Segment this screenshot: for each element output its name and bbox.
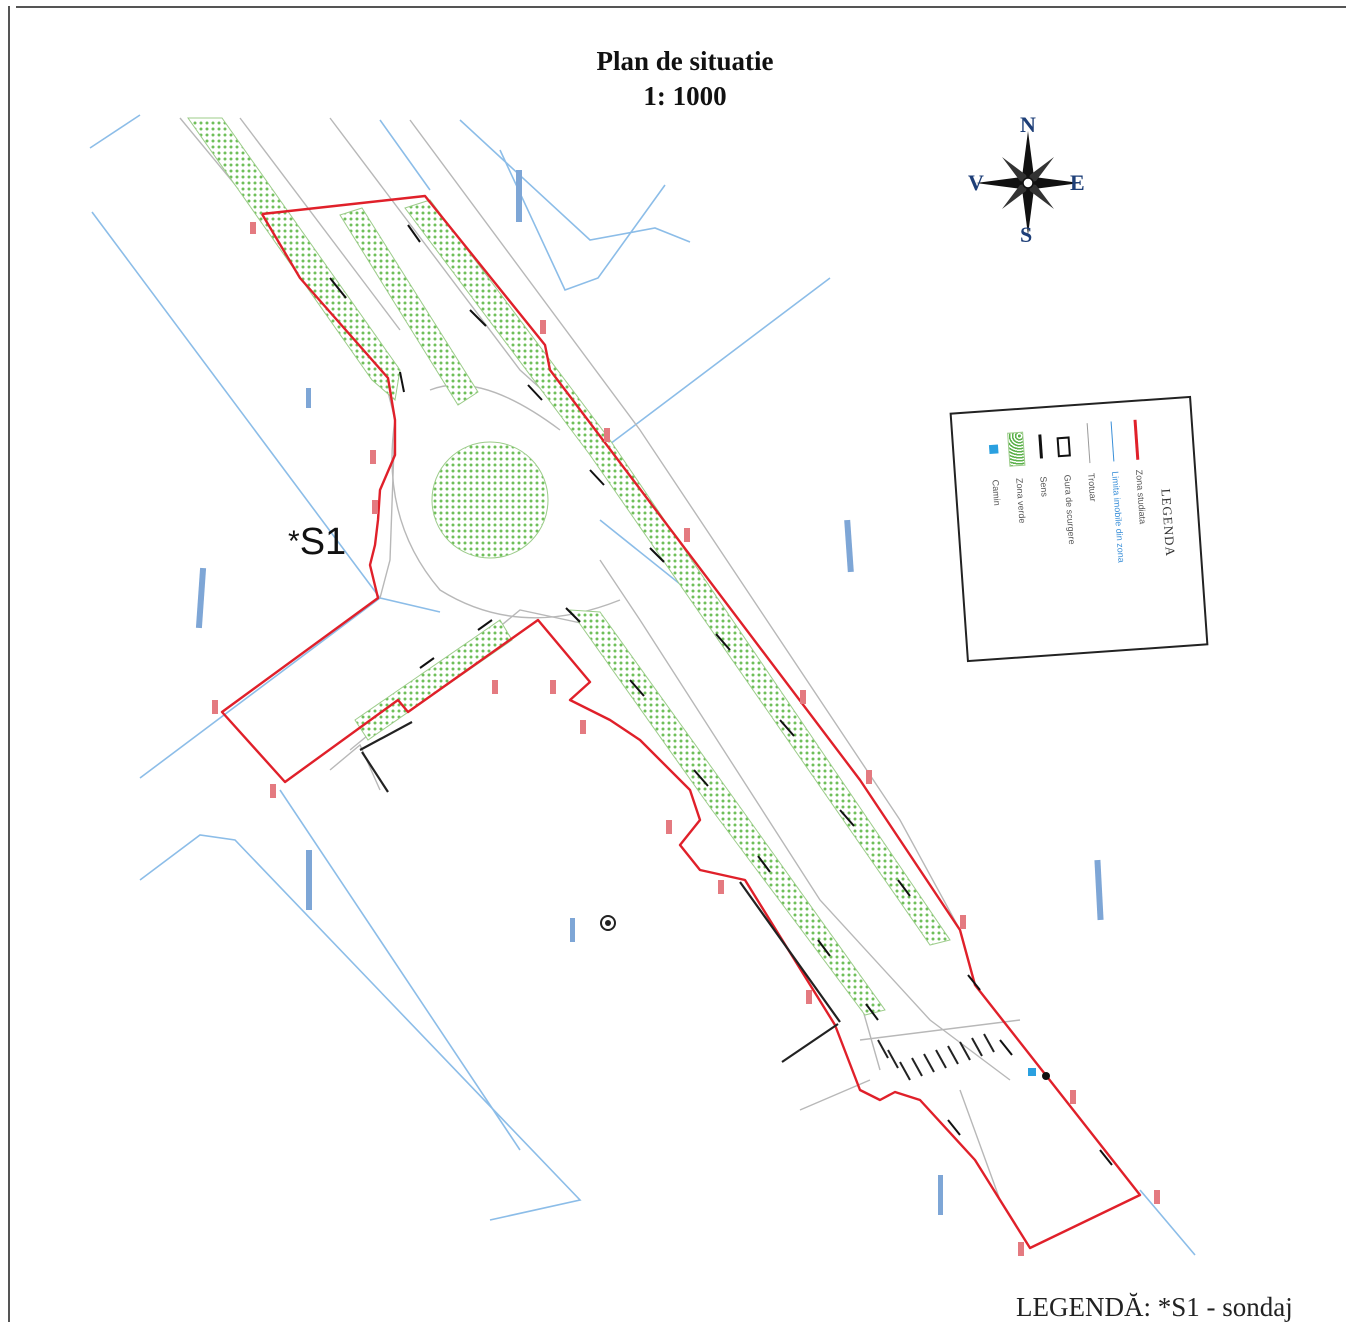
study-area-boundary [220, 194, 1142, 1250]
red-line-icon [1129, 419, 1146, 460]
frame-left-line [8, 6, 10, 1322]
pedestrian-crossing [877, 1033, 995, 1081]
legend-item-label: Sens [1038, 476, 1050, 498]
legend-box: LEGENDA Zona studiata Limita imobile din… [949, 395, 1209, 663]
plan-title: Plan de situatie 1: 1000 [500, 44, 870, 114]
compass-west: V [968, 170, 984, 195]
legend-item-label: Zona studiata [1134, 469, 1148, 525]
legend-item-label: Limita imobile din zona [1110, 470, 1127, 564]
curb-lines [359, 721, 841, 1063]
parcel-lines [89, 114, 1196, 1256]
boundary-point-ticks [212, 222, 1160, 1256]
blue-line-icon [1105, 421, 1122, 462]
plan-title-line1: Plan de situatie [596, 46, 774, 76]
manhole-markers [600, 915, 1050, 1080]
bottom-legend: LEGENDĂ: *S1 - sondaj [1016, 1292, 1293, 1322]
drain-rect-icon [1056, 424, 1074, 465]
compass-north: N [1020, 112, 1036, 137]
compass-rose-icon: N S E V [962, 112, 1092, 248]
survey-point-s1: *S1 [288, 522, 346, 562]
survey-star-icon: * [288, 525, 300, 558]
plan-scale: 1: 1000 [643, 81, 727, 111]
grey-line-icon [1081, 423, 1098, 464]
compass-south: S [1020, 222, 1033, 247]
compass-star-icon [976, 131, 1080, 235]
legend-item-label: Trotuar [1086, 472, 1099, 502]
parcel-tag-marks [195, 170, 1104, 1215]
blue-square-icon [985, 429, 1002, 470]
legend-item-label: Zona verde [1014, 477, 1028, 524]
legend-item-label: Camin [990, 479, 1003, 507]
green-areas [187, 117, 951, 1016]
green-dots-icon [1007, 428, 1026, 469]
compass-east: E [1070, 170, 1085, 195]
survey-point-label: S1 [299, 521, 347, 563]
legend-content: LEGENDA Zona studiata Limita imobile din… [966, 407, 1192, 651]
direction-arrows [329, 224, 1113, 1166]
arrow-icon [1033, 426, 1050, 467]
frame-top-line [16, 6, 1346, 8]
legend-item-label: Gura de scurgere [1062, 474, 1078, 545]
